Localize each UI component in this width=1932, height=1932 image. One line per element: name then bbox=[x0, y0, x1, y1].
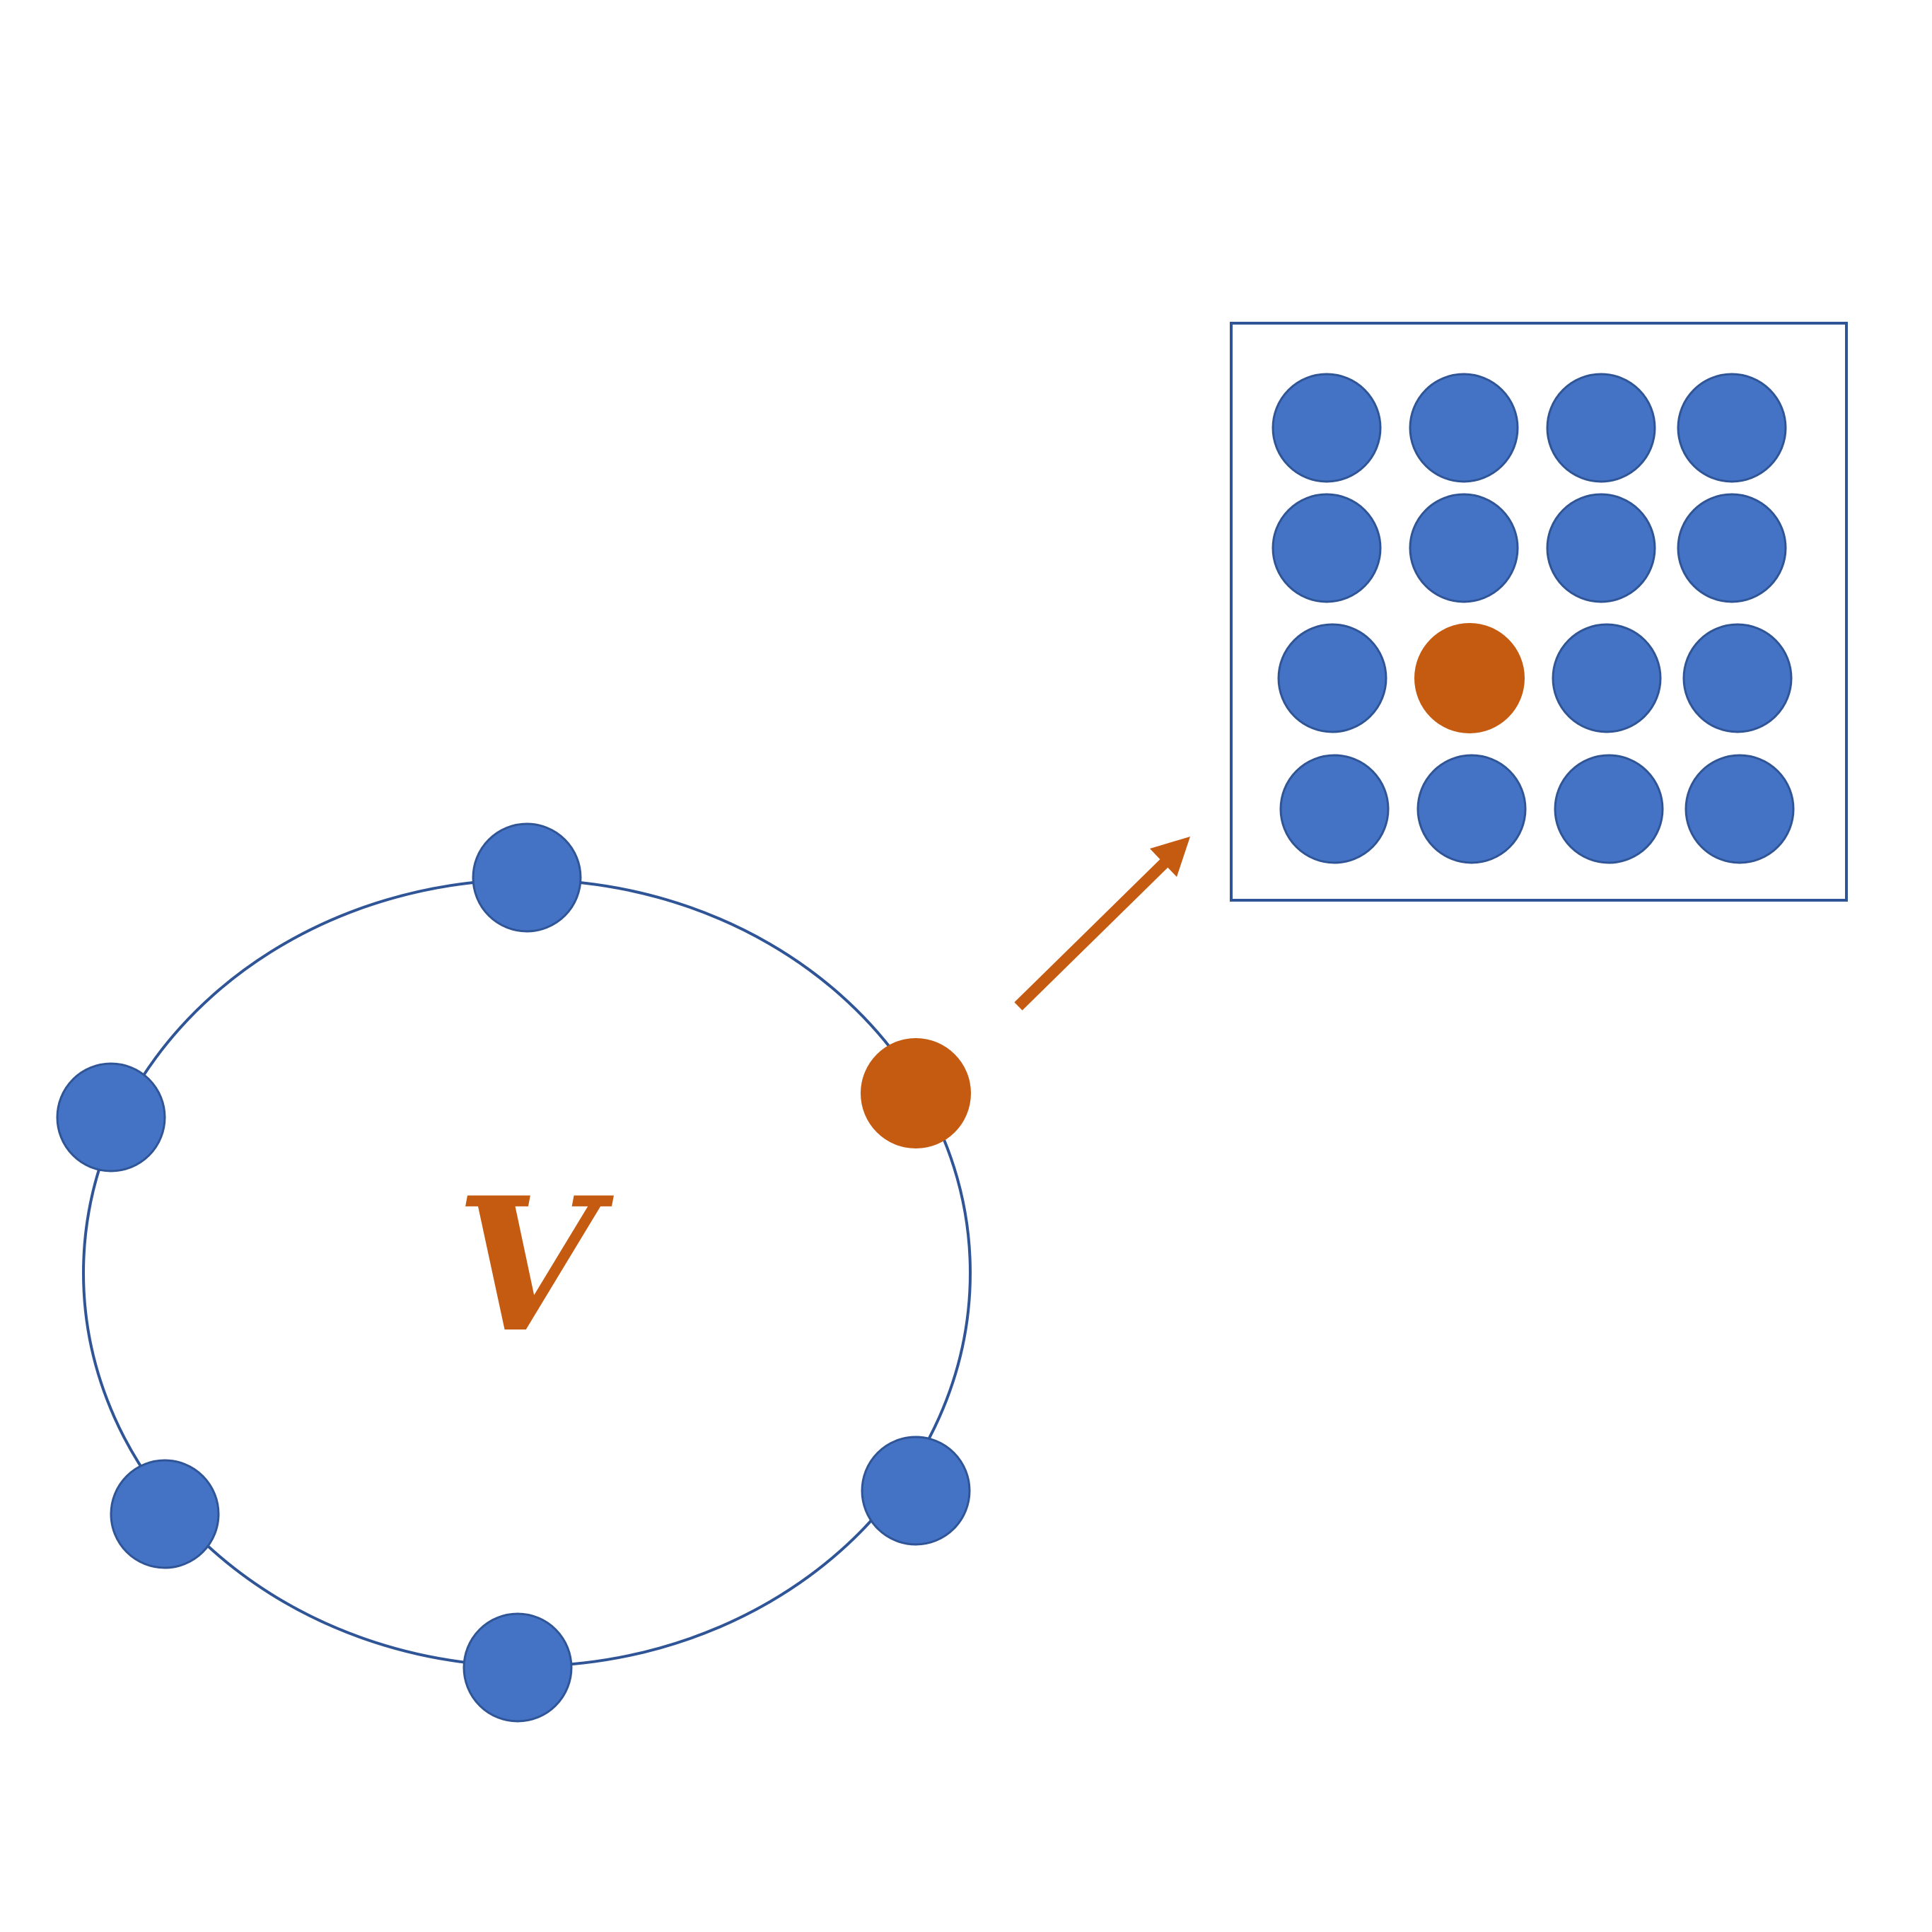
grid-cell-r4-c2[interactable] bbox=[1416, 754, 1527, 864]
grid-cell-r2-c1[interactable] bbox=[1271, 493, 1382, 603]
grid-cell-r1-c1[interactable] bbox=[1271, 373, 1382, 483]
ring-node-lower-left[interactable] bbox=[110, 1459, 220, 1569]
grid-cell-r4-c3[interactable] bbox=[1554, 754, 1664, 864]
grid-cell-r1-c2[interactable] bbox=[1409, 373, 1519, 483]
grid-cell-r3-c2[interactable] bbox=[1414, 623, 1525, 733]
arrow-head bbox=[1150, 837, 1190, 877]
ring-node-bottom[interactable] bbox=[462, 1612, 573, 1723]
grid-cell-r4-c1[interactable] bbox=[1279, 754, 1390, 864]
ring-node-left[interactable] bbox=[56, 1062, 166, 1172]
grid-cell-r3-c3[interactable] bbox=[1552, 623, 1662, 733]
grid-cell-r2-c4[interactable] bbox=[1677, 493, 1787, 603]
grid-cell-r1-c4[interactable] bbox=[1677, 373, 1787, 483]
arrow-shaft bbox=[1014, 853, 1175, 1011]
ring-center-label: V bbox=[455, 1158, 617, 1373]
grid-cell-r3-c4[interactable] bbox=[1682, 623, 1793, 733]
grid-cell-r1-c3[interactable] bbox=[1546, 373, 1656, 483]
ring-node-top[interactable] bbox=[472, 822, 582, 933]
grid-box bbox=[1230, 322, 1848, 902]
grid-cell-r2-c2[interactable] bbox=[1409, 493, 1519, 603]
grid-box-group bbox=[1230, 322, 1848, 902]
arrow-up-right-icon bbox=[1014, 837, 1190, 1011]
ring-node-right-upper[interactable] bbox=[861, 1038, 971, 1148]
grid-cell-r2-c3[interactable] bbox=[1546, 493, 1656, 603]
grid-cell-r3-c1[interactable] bbox=[1277, 623, 1387, 733]
ring-group: V bbox=[56, 822, 972, 1723]
grid-cell-r4-c4[interactable] bbox=[1684, 754, 1795, 864]
ring-node-right-lower[interactable] bbox=[861, 1436, 971, 1546]
